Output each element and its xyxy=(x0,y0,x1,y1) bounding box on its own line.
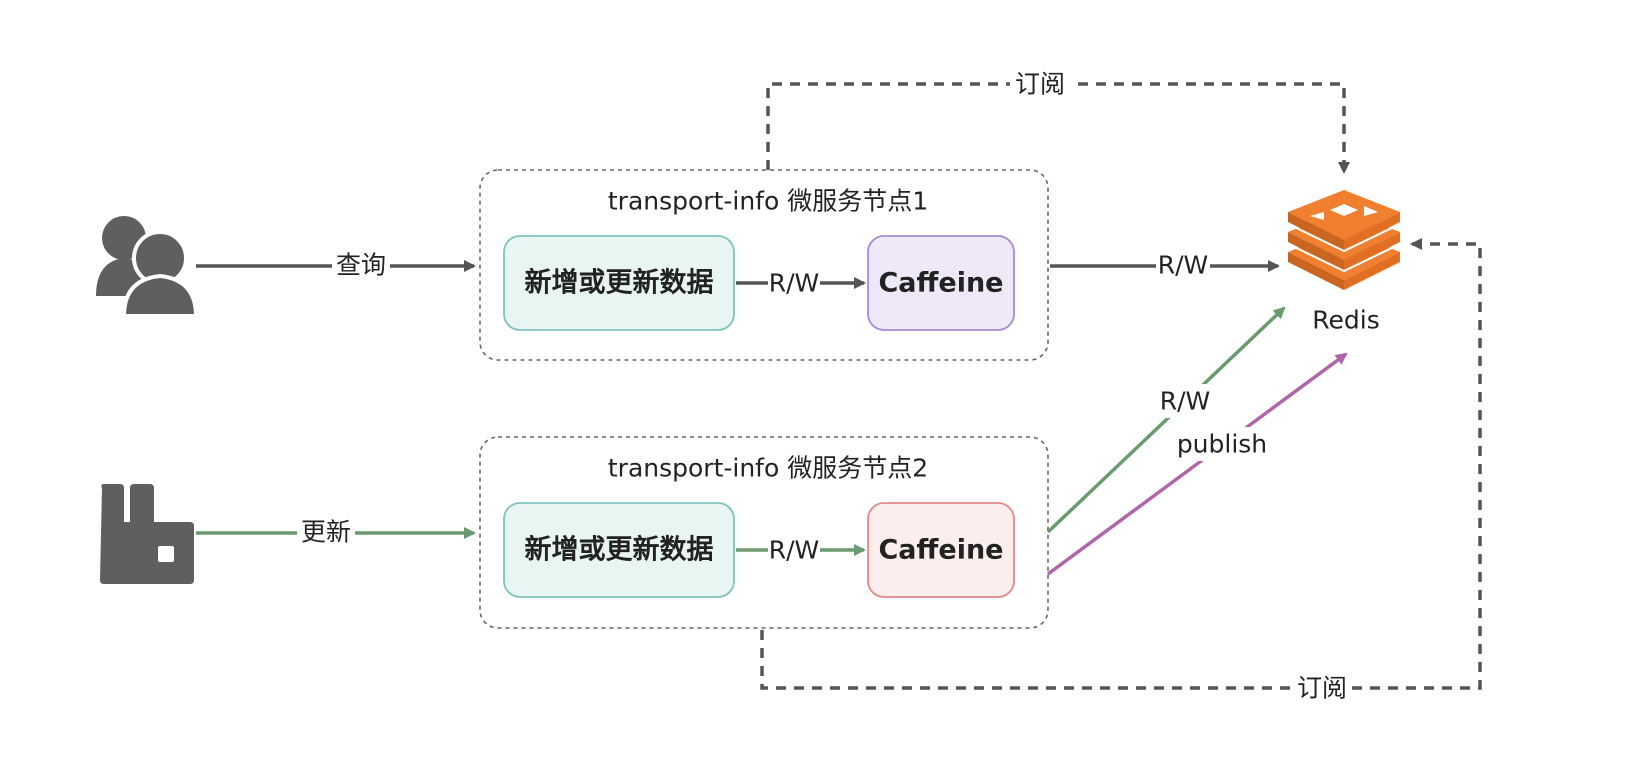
node-2-redis-rw-edge: R/W xyxy=(1046,306,1286,534)
rabbitmq-icon xyxy=(100,484,194,584)
node-1-data-box-label: 新增或更新数据 xyxy=(525,267,714,299)
node-2-data-box: 新增或更新数据 xyxy=(503,502,735,598)
subscribe-top-edge: 订阅 xyxy=(766,66,1350,174)
microservice-node-1: transport-info 微服务节点1 新增或更新数据 Caffeine xyxy=(479,169,1049,361)
node-2-publish-edge: publish xyxy=(1046,352,1348,576)
subscribe-top-label: 订阅 xyxy=(1015,70,1065,99)
node-1-internal-rw-label: R/W xyxy=(769,269,820,298)
node-2-internal-rw-label: R/W xyxy=(769,536,820,565)
query-label: 查询 xyxy=(336,251,386,280)
node-1-internal-rw-edge: R/W xyxy=(736,266,866,300)
node-1-title: transport-info 微服务节点1 xyxy=(608,187,928,216)
node-2-internal-rw-edge: R/W xyxy=(736,533,866,567)
node-1-redis-rw-label: R/W xyxy=(1158,251,1209,280)
users-icon xyxy=(96,216,199,318)
node-2-title: transport-info 微服务节点2 xyxy=(608,454,928,483)
node-1-redis-rw-edge: R/W xyxy=(1050,248,1280,284)
update-edge: 更新 xyxy=(196,515,476,551)
node-1-caffeine-label: Caffeine xyxy=(878,268,1003,299)
subscribe-bottom-label: 订阅 xyxy=(1297,674,1347,703)
query-edge: 查询 xyxy=(196,248,476,284)
subscribe-bottom-edge: 订阅 xyxy=(760,238,1482,706)
microservice-node-2: transport-info 微服务节点2 新增或更新数据 Caffeine xyxy=(479,436,1049,629)
node-2-data-box-label: 新增或更新数据 xyxy=(525,534,714,566)
node-2-caffeine-box: Caffeine xyxy=(867,502,1015,598)
node-2-caffeine-label: Caffeine xyxy=(878,535,1003,566)
node-2-publish-label: publish xyxy=(1177,430,1267,459)
node-1-data-box: 新增或更新数据 xyxy=(503,235,735,331)
redis-label: Redis xyxy=(1312,306,1379,335)
node-2-redis-rw-label: R/W xyxy=(1160,387,1211,416)
update-label: 更新 xyxy=(301,518,351,547)
node-1-caffeine-box: Caffeine xyxy=(867,235,1015,331)
redis-icon xyxy=(1287,190,1401,290)
